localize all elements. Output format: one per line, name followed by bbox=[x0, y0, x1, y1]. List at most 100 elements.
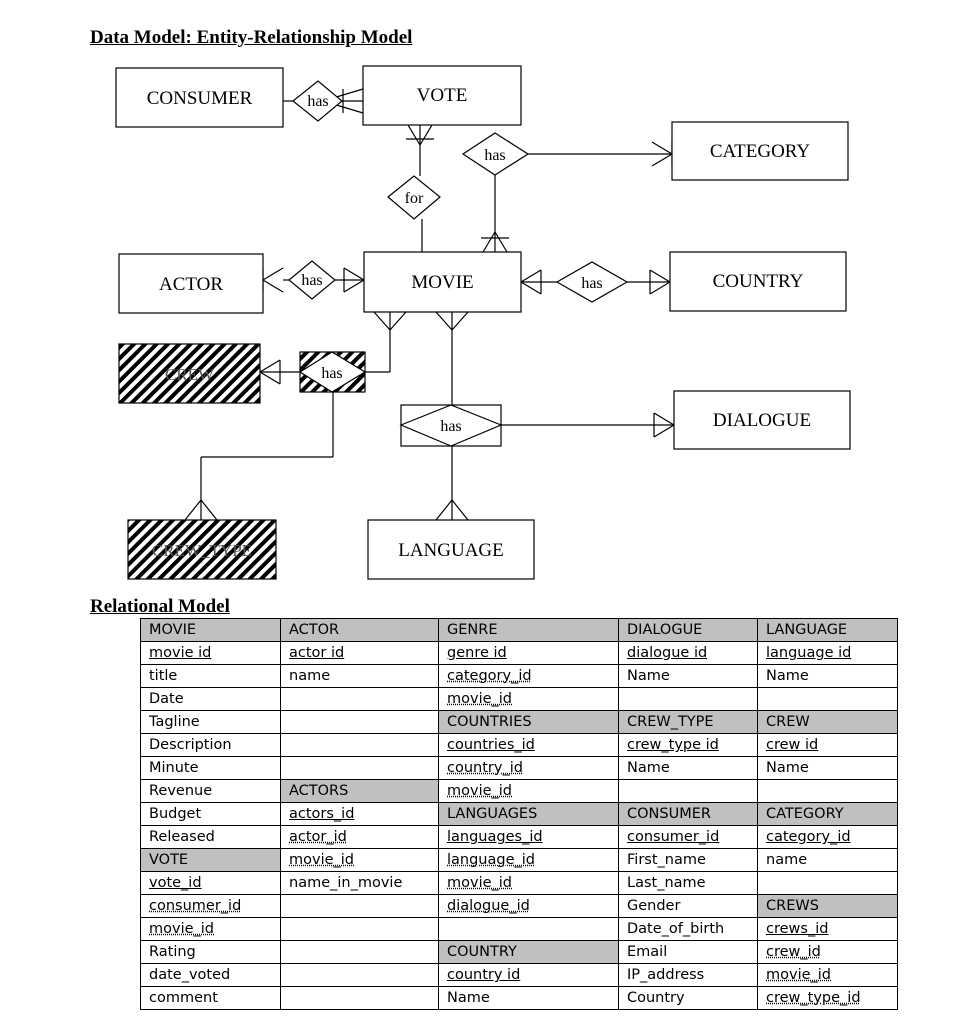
table-cell: vote_id bbox=[140, 871, 281, 895]
table-cell: Budget bbox=[140, 802, 281, 826]
table-cell: Rating bbox=[140, 940, 281, 964]
table-cell: Revenue bbox=[140, 779, 281, 803]
table-cell bbox=[280, 963, 439, 987]
table-cell: dialogue id bbox=[618, 641, 758, 665]
relationship-crew-movie-label: has bbox=[321, 365, 342, 382]
table-cell: Email bbox=[618, 940, 758, 964]
entity-dialogue: DIALOGUE bbox=[673, 390, 851, 450]
table-cell: CREW_TYPE bbox=[618, 710, 758, 734]
entity-language: LANGUAGE bbox=[367, 519, 535, 580]
table-cell: CATEGORY bbox=[757, 802, 898, 826]
entity-country: COUNTRY bbox=[669, 251, 847, 312]
table-cell: ACTOR bbox=[280, 618, 439, 642]
relationship-crew-movie: has bbox=[298, 351, 367, 393]
table-cell: Country bbox=[618, 986, 758, 1010]
table-cell: First_name bbox=[618, 848, 758, 872]
table-cell: language id bbox=[757, 641, 898, 665]
table-row: Date movie_id bbox=[140, 687, 898, 711]
table-cell: movie_id bbox=[280, 848, 439, 872]
table-cell bbox=[757, 687, 898, 711]
connectors bbox=[200, 100, 674, 520]
table-cell: LANGUAGES bbox=[438, 802, 619, 826]
table-cell: Minute bbox=[140, 756, 281, 780]
entity-consumer: CONSUMER bbox=[115, 67, 284, 128]
table-cell: genre id bbox=[438, 641, 619, 665]
table-cell: movie_id bbox=[438, 871, 619, 895]
table-cell: Name bbox=[618, 664, 758, 688]
table-cell: movie_id bbox=[757, 963, 898, 987]
table-cell: movie_id bbox=[438, 687, 619, 711]
table-cell: Released bbox=[140, 825, 281, 849]
relationship-vote-category: has bbox=[461, 132, 530, 176]
table-cell: category_id bbox=[438, 664, 619, 688]
table-cell: CONSUMER bbox=[618, 802, 758, 826]
table-cell: consumer_id bbox=[140, 894, 281, 918]
table-cell: actors_id bbox=[280, 802, 439, 826]
table-cell: movie_id bbox=[438, 779, 619, 803]
table-cell: DIALOGUE bbox=[618, 618, 758, 642]
table-cell: Name bbox=[757, 664, 898, 688]
table-cell: MOVIE bbox=[140, 618, 281, 642]
table-cell: dialogue_id bbox=[438, 894, 619, 918]
table-cell bbox=[280, 687, 439, 711]
table-cell: COUNTRY bbox=[438, 940, 619, 964]
table-cell: movie_id bbox=[140, 917, 281, 941]
table-cell bbox=[280, 986, 439, 1010]
table-cell: Name bbox=[618, 756, 758, 780]
table-cell bbox=[280, 940, 439, 964]
table-cell: Date_of_birth bbox=[618, 917, 758, 941]
table-cell: country id bbox=[438, 963, 619, 987]
entity-actor: ACTOR bbox=[118, 253, 264, 314]
table-cell: Gender bbox=[618, 894, 758, 918]
table-cell: LANGUAGE bbox=[757, 618, 898, 642]
table-cell: Date bbox=[140, 687, 281, 711]
table-cell: GENRE bbox=[438, 618, 619, 642]
table-cell: Name bbox=[438, 986, 619, 1010]
table-cell: date_voted bbox=[140, 963, 281, 987]
relationship-actor-movie-label: has bbox=[301, 272, 322, 289]
table-cell: Name bbox=[757, 756, 898, 780]
relationship-movie-country: has bbox=[555, 261, 629, 303]
relationship-vote-movie: for bbox=[387, 175, 441, 220]
table-cell bbox=[280, 733, 439, 757]
relationship-vote-category-label: has bbox=[484, 147, 505, 164]
relationship-actor-movie: has bbox=[288, 260, 336, 300]
entity-crew-type-label: CREW_TYPE bbox=[152, 541, 252, 560]
table-cell: name bbox=[757, 848, 898, 872]
relational-model-title: Relational Model bbox=[90, 596, 230, 617]
table-cell: name_in_movie bbox=[280, 871, 439, 895]
table-cell: movie id bbox=[140, 641, 281, 665]
table-cell: crews_id bbox=[757, 917, 898, 941]
table-cell: CREWS bbox=[757, 894, 898, 918]
table-cell: COUNTRIES bbox=[438, 710, 619, 734]
table-cell bbox=[618, 687, 758, 711]
table-cell: comment bbox=[140, 986, 281, 1010]
entity-dialogue-label: DIALOGUE bbox=[713, 410, 811, 431]
relationship-movie-country-label: has bbox=[581, 275, 602, 292]
table-cell bbox=[757, 779, 898, 803]
entity-country-label: COUNTRY bbox=[713, 271, 804, 292]
table-cell bbox=[280, 756, 439, 780]
table-cell: crew id bbox=[757, 733, 898, 757]
table-cell: IP_address bbox=[618, 963, 758, 987]
table-cell: Tagline bbox=[140, 710, 281, 734]
relationship-movie-dialogue-language: has bbox=[399, 404, 503, 447]
entity-movie-label: MOVIE bbox=[411, 272, 473, 293]
table-cell bbox=[757, 871, 898, 895]
entity-category-label: CATEGORY bbox=[710, 141, 811, 162]
table-cell: crew_id bbox=[757, 940, 898, 964]
table-cell: country_id bbox=[438, 756, 619, 780]
table-cell: CREW bbox=[757, 710, 898, 734]
